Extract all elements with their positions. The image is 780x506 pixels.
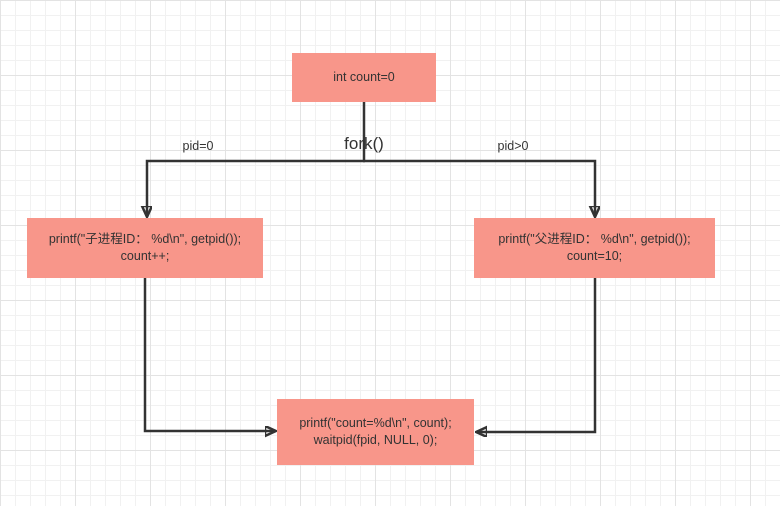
edge-parent-to-join[interactable] <box>476 278 597 432</box>
node-parent-process[interactable]: printf("父进程ID： %d\n", getpid()); count=1… <box>474 218 715 278</box>
child-branch-label[interactable]: pid=0 <box>182 139 214 153</box>
node-int-count[interactable]: int count=0 <box>292 53 436 102</box>
node-join-waitpid-line1: printf("count=%d\n", count); <box>299 416 452 430</box>
node-child-process-line1: printf("子进程ID： %d\n", getpid()); <box>48 232 242 246</box>
node-join-waitpid-line2: waitpid(fpid, NULL, 0); <box>313 433 438 447</box>
edge-branch-child[interactable] <box>147 159 365 217</box>
parent-branch-label[interactable]: pid>0 <box>497 139 529 153</box>
node-int-count-text: int count=0 <box>333 70 395 84</box>
edge-child-to-join[interactable] <box>143 278 276 431</box>
node-join-waitpid[interactable]: printf("count=%d\n", count); waitpid(fpi… <box>277 399 474 465</box>
node-child-process[interactable]: printf("子进程ID： %d\n", getpid()); count++… <box>27 218 263 278</box>
fork-label[interactable]: fork() <box>344 134 384 153</box>
node-parent-process-line1: printf("父进程ID： %d\n", getpid()); <box>498 232 691 246</box>
node-parent-process-line2: count=10; <box>566 249 623 263</box>
node-child-process-line2: count++; <box>120 249 170 263</box>
edge-branch-parent[interactable] <box>363 159 595 217</box>
